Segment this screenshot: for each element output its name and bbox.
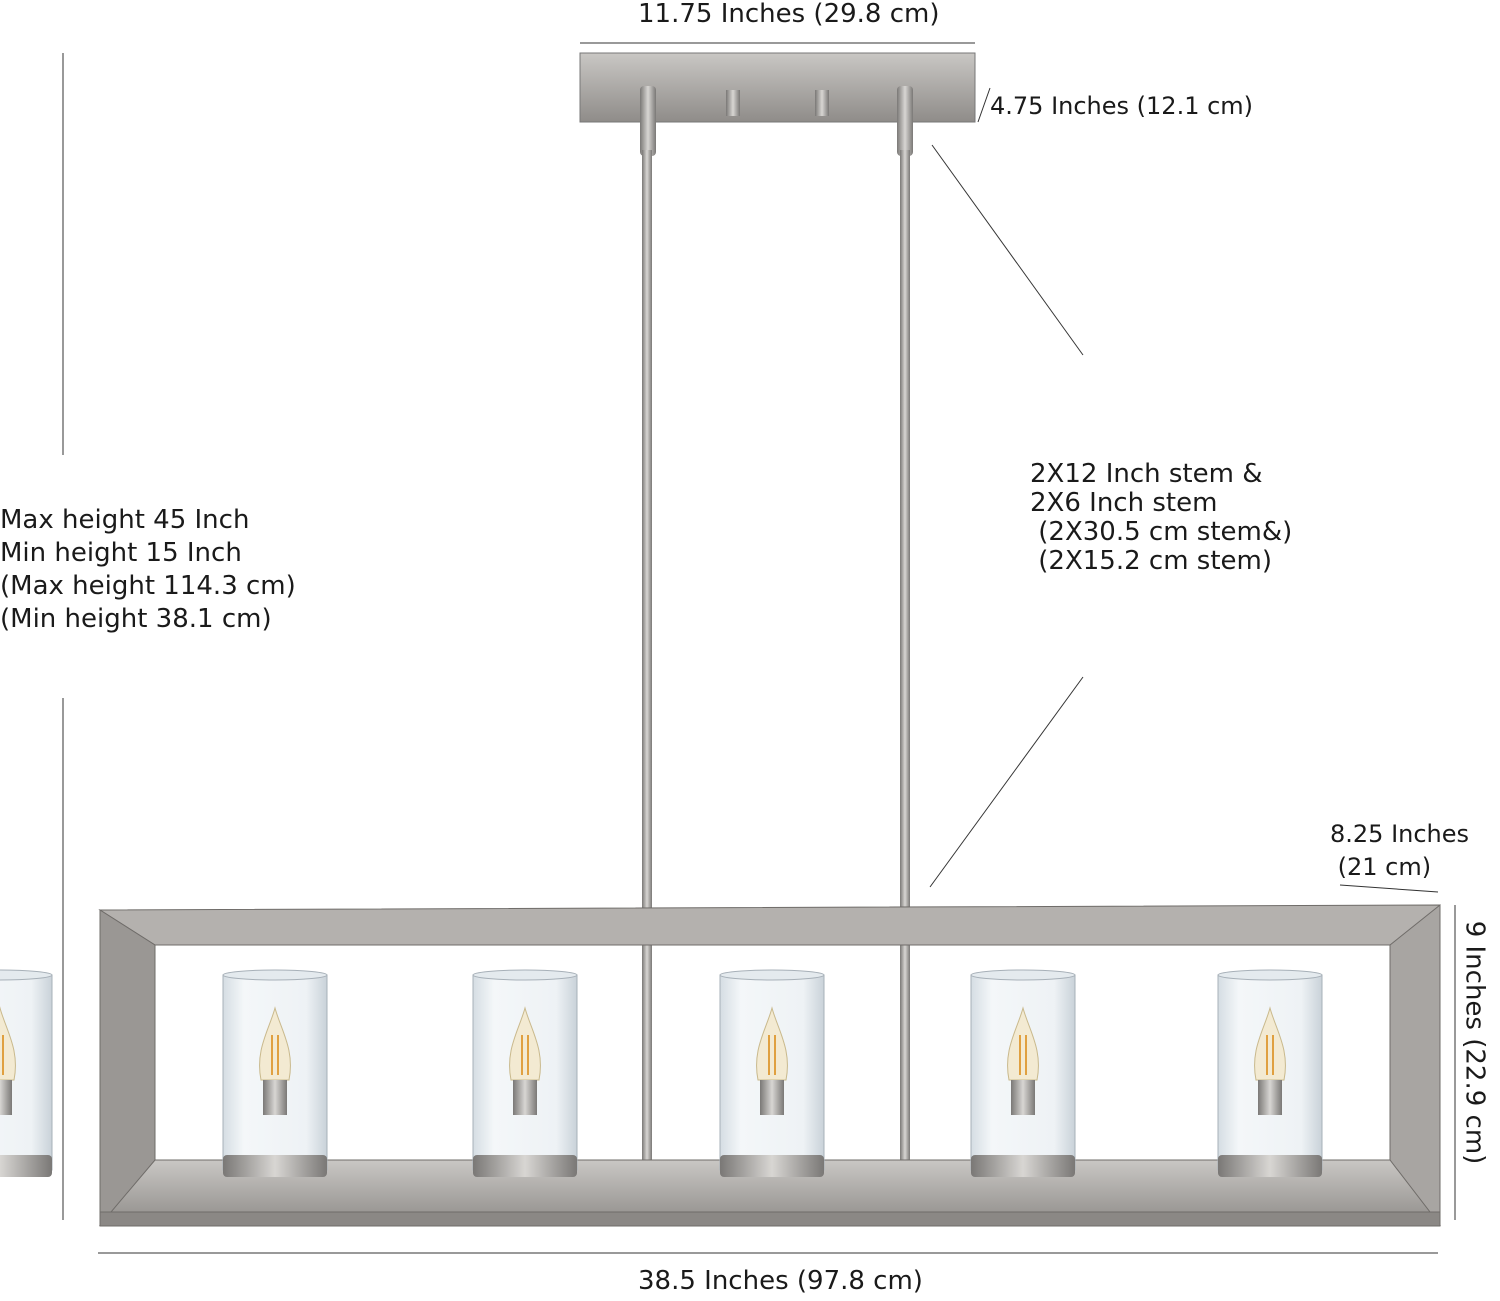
height-line-4: (Min height 38.1 cm) <box>0 604 272 634</box>
canopy <box>579 52 976 156</box>
stem-right <box>900 150 910 1175</box>
stem-line-1: 2X12 Inch stem & <box>1030 459 1263 489</box>
frame-height-label: 9 Inches (22.9 cm) <box>1459 920 1490 1165</box>
dimension-lines <box>62 42 1456 1254</box>
depth-label: 8.25 Inches (21 cm) <box>1330 818 1469 884</box>
stem-left <box>642 150 652 1175</box>
glass-shades <box>0 969 1323 1178</box>
height-line-2: Min height 15 Inch <box>0 538 242 568</box>
height-line-1: Max height 45 Inch <box>0 505 250 535</box>
stem-line-4: (2X15.2 cm stem) <box>1030 546 1273 576</box>
canopy-width-label: 11.75 Inches (29.8 cm) <box>638 0 940 29</box>
length-label: 38.5 Inches (97.8 cm) <box>638 1266 923 1296</box>
depth-line-1: 8.25 Inches <box>1330 820 1470 848</box>
stem-line-2: 2X6 Inch stem <box>1030 488 1218 518</box>
rectangular-frame <box>98 903 1442 1227</box>
depth-line-2: (21 cm) <box>1330 853 1432 881</box>
height-line-3: (Max height 114.3 cm) <box>0 571 296 601</box>
stem-line-3: (2X30.5 cm stem&) <box>1030 517 1293 547</box>
stem-label: 2X12 Inch stem & 2X6 Inch stem (2X30.5 c… <box>1030 458 1292 578</box>
canopy-depth-label: 4.75 Inches (12.1 cm) <box>990 92 1254 120</box>
height-label: Max height 45 Inch Min height 15 Inch (M… <box>0 504 296 636</box>
